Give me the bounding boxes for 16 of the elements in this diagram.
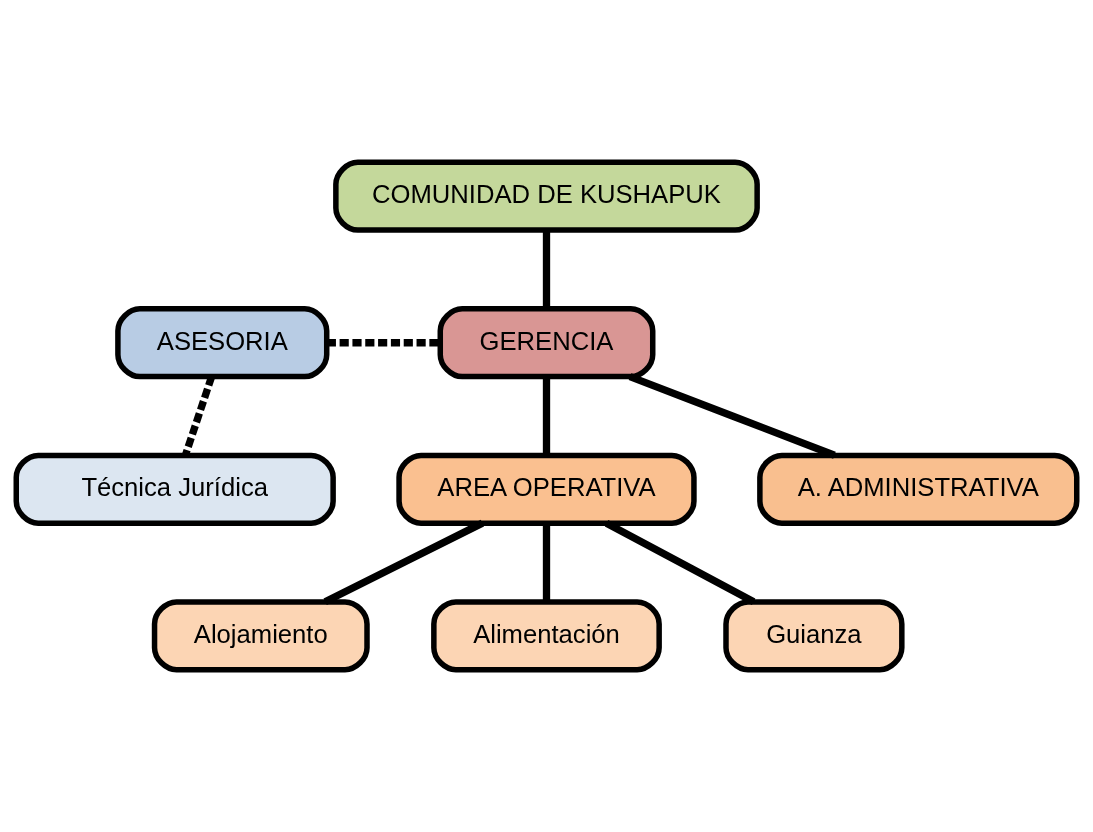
- node-box: GERENCIA: [437, 306, 656, 380]
- node-box: A. ADMINISTRATIVA: [757, 452, 1080, 526]
- connector: [326, 339, 441, 347]
- node-box: ASESORIA: [115, 306, 330, 380]
- node-box: Alojamiento: [151, 599, 370, 673]
- connector: [323, 519, 484, 606]
- connector: [542, 523, 551, 602]
- connector: [604, 519, 756, 605]
- node-box: AREA OPERATIVA: [396, 452, 697, 526]
- connector: [542, 230, 551, 309]
- node-box: Técnica Jurídica: [13, 452, 336, 526]
- node-box: COMUNIDAD DE KUSHAPUK: [333, 159, 760, 233]
- node-box: Alimentación: [431, 599, 662, 673]
- connector: [628, 373, 836, 459]
- connector: [542, 377, 551, 456]
- node-box: Guianza: [723, 599, 905, 673]
